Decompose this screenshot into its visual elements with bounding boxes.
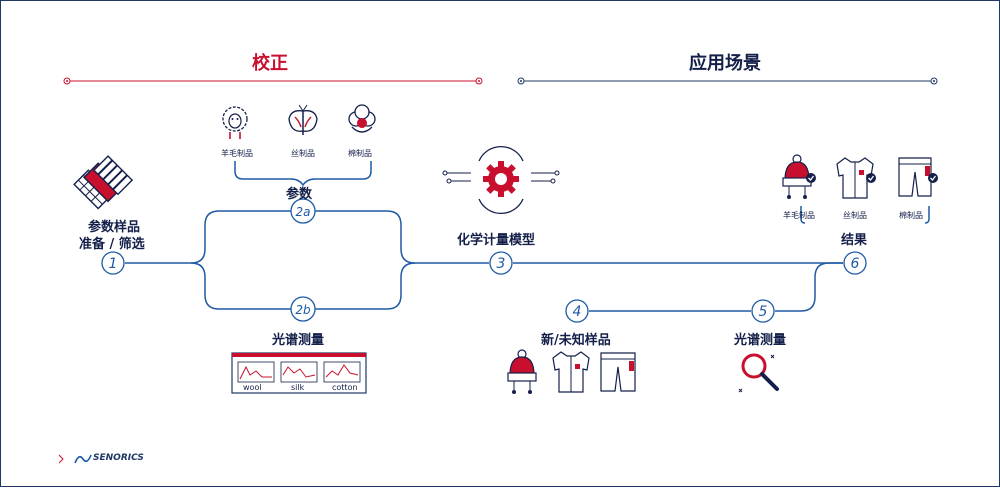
result-caption-silk: 丝制品 [843, 211, 867, 220]
step-num-2b: 2b [295, 303, 311, 317]
flow-paths [125, 161, 930, 312]
calibration-header-line [63, 77, 483, 85]
senorics-logo-text: SENORICS [93, 453, 144, 463]
silkworm-moth-icon [288, 104, 318, 135]
check-badge-icon [928, 173, 938, 183]
beanie-hat-icon [507, 349, 537, 394]
check-badge-icon [806, 173, 816, 183]
spectrum-chart-cotton [323, 361, 361, 383]
step-circle-4: 4 [565, 299, 589, 323]
param-caption-wool: 羊毛制品 [221, 149, 253, 158]
spectrum-label-silk: silk [291, 383, 305, 392]
gear-model-icon [442, 145, 560, 215]
step-2a-label: 参数 [286, 187, 313, 202]
step-num-4: 4 [573, 304, 582, 320]
shirt-icon [552, 351, 590, 393]
spectrum-label-cotton: cotton [332, 383, 358, 392]
step-num-1: 1 [109, 256, 118, 272]
calibration-header: 校正 [252, 53, 288, 74]
shorts-checked-icon [898, 157, 938, 197]
step-6-label: 结果 [841, 233, 868, 248]
step-3-label: 化学计量模型 [457, 233, 536, 248]
application-header-line [517, 77, 938, 85]
step-2b-label: 光谱测量 [272, 333, 325, 348]
step-circle-6: 6 [843, 251, 867, 275]
application-header: 应用场景 [689, 53, 761, 74]
result-caption-wool: 羊毛制品 [783, 211, 815, 220]
check-badge-icon [866, 173, 876, 183]
shirt-checked-icon [836, 157, 876, 199]
step-circle-5: 5 [751, 299, 775, 323]
shorts-icon [600, 352, 636, 392]
cotton-icon [348, 104, 376, 133]
param-caption-silk: 丝制品 [291, 149, 315, 158]
magnifier-icon [738, 353, 779, 393]
step-num-5: 5 [759, 304, 768, 320]
step-5-label: 光谱测量 [734, 333, 787, 348]
spectrum-chart-wool [237, 361, 275, 383]
fabric-swatches-icon [73, 155, 134, 210]
step-circle-1: 1 [101, 251, 125, 275]
sheep-icon [222, 106, 248, 139]
step-circle-2a: 2a [290, 198, 316, 224]
spectrum-label-wool: wool [243, 383, 262, 392]
step-circle-2b: 2b [290, 296, 316, 322]
senorics-logo-icon [58, 454, 92, 464]
param-caption-cotton: 棉制品 [348, 149, 372, 158]
step-1-label-line1: 参数样品 [88, 220, 141, 235]
step-4-label: 新/未知样品 [541, 333, 611, 348]
step-1-label-line2: 准备 / 筛选 [79, 237, 145, 252]
result-caption-cotton: 棉制品 [899, 211, 923, 220]
step-num-2a: 2a [296, 205, 311, 219]
step-circle-3: 3 [489, 251, 513, 275]
spectra-panel [231, 352, 367, 394]
step-num-3: 3 [497, 256, 506, 272]
spectrum-chart-silk [280, 361, 318, 383]
step-num-6: 6 [851, 256, 860, 272]
beanie-hat-checked-icon [782, 154, 816, 199]
